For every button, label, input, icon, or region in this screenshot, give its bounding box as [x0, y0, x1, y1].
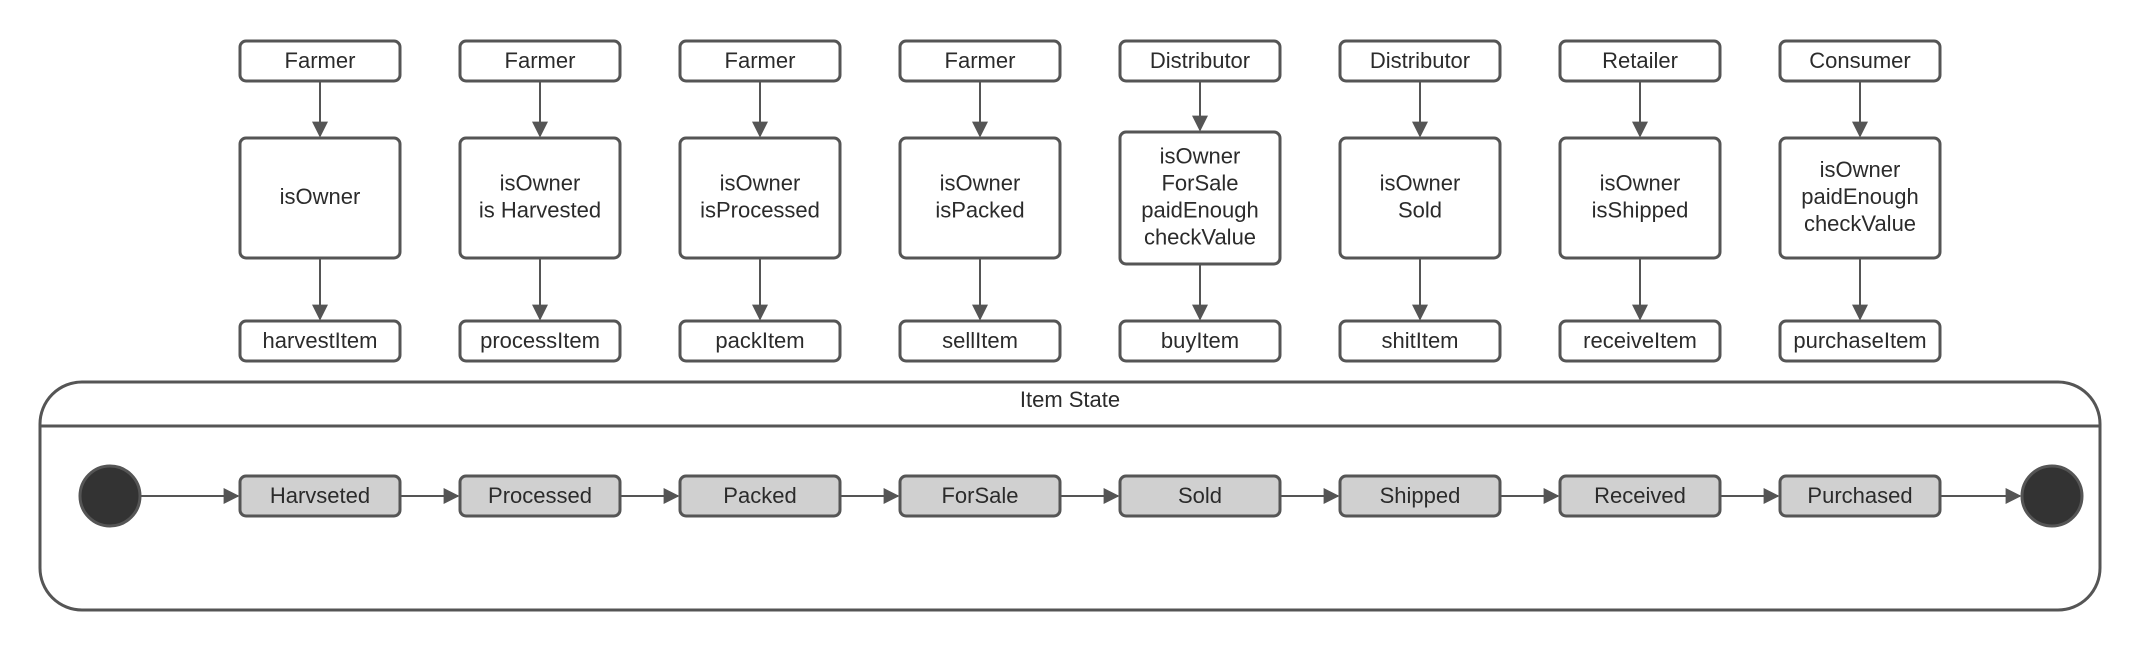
- actor-label: Farmer: [285, 48, 356, 73]
- check-label: checkValue: [1144, 224, 1256, 249]
- end-node: [2020, 464, 2084, 528]
- state-label: Packed: [723, 483, 796, 508]
- column-5: Distributor isOwnerForSalepaidEnoughcheck…: [1118, 39, 1282, 518]
- actor-label: Distributor: [1370, 48, 1470, 73]
- check-label: isPacked: [935, 197, 1024, 222]
- state-label: Sold: [1178, 483, 1222, 508]
- check-label: isOwner: [1600, 170, 1681, 195]
- item-state-title: Item State: [1020, 387, 1120, 412]
- check-label: isOwner: [1160, 143, 1241, 168]
- check-label: isShipped: [1592, 197, 1689, 222]
- start-node: [78, 464, 142, 528]
- function-box: [458, 319, 622, 363]
- check-label: isOwner: [720, 170, 801, 195]
- check-label: isOwner: [1380, 170, 1461, 195]
- check-label: paidEnough: [1141, 197, 1258, 222]
- actor-label: Retailer: [1602, 48, 1678, 73]
- state-label: Purchased: [1807, 483, 1912, 508]
- function-label: receiveItem: [1583, 328, 1697, 353]
- check-label: ForSale: [1161, 170, 1238, 195]
- function-box: [1338, 319, 1502, 363]
- actor-label: Farmer: [945, 48, 1016, 73]
- function-label: packItem: [715, 328, 804, 353]
- check-label: Sold: [1398, 197, 1442, 222]
- function-label: buyItem: [1161, 328, 1239, 353]
- function-box: [678, 319, 842, 363]
- function-label: shitItem: [1381, 328, 1458, 353]
- function-box: [238, 319, 402, 363]
- check-label: checkValue: [1804, 211, 1916, 236]
- state-label: Received: [1594, 483, 1686, 508]
- check-label: isProcessed: [700, 197, 820, 222]
- function-box: [898, 319, 1062, 363]
- state-label: Processed: [488, 483, 592, 508]
- state-label: Harvseted: [270, 483, 370, 508]
- check-label: paidEnough: [1801, 184, 1918, 209]
- actor-label: Consumer: [1809, 48, 1910, 73]
- function-box: [1778, 319, 1942, 363]
- function-box: [1558, 319, 1722, 363]
- function-label: harvestItem: [263, 328, 378, 353]
- state-label: Shipped: [1380, 483, 1461, 508]
- check-label: isOwner: [500, 170, 581, 195]
- check-label: isOwner: [940, 170, 1021, 195]
- actor-label: Farmer: [505, 48, 576, 73]
- function-box: [1118, 319, 1282, 363]
- check-label: is Harvested: [479, 197, 601, 222]
- function-label: purchaseItem: [1793, 328, 1926, 353]
- function-label: sellItem: [942, 328, 1018, 353]
- check-label: isOwner: [1820, 157, 1901, 182]
- function-label: processItem: [480, 328, 600, 353]
- actor-label: Distributor: [1150, 48, 1250, 73]
- check-label: isOwner: [280, 184, 361, 209]
- state-label: ForSale: [941, 483, 1018, 508]
- actor-label: Farmer: [725, 48, 796, 73]
